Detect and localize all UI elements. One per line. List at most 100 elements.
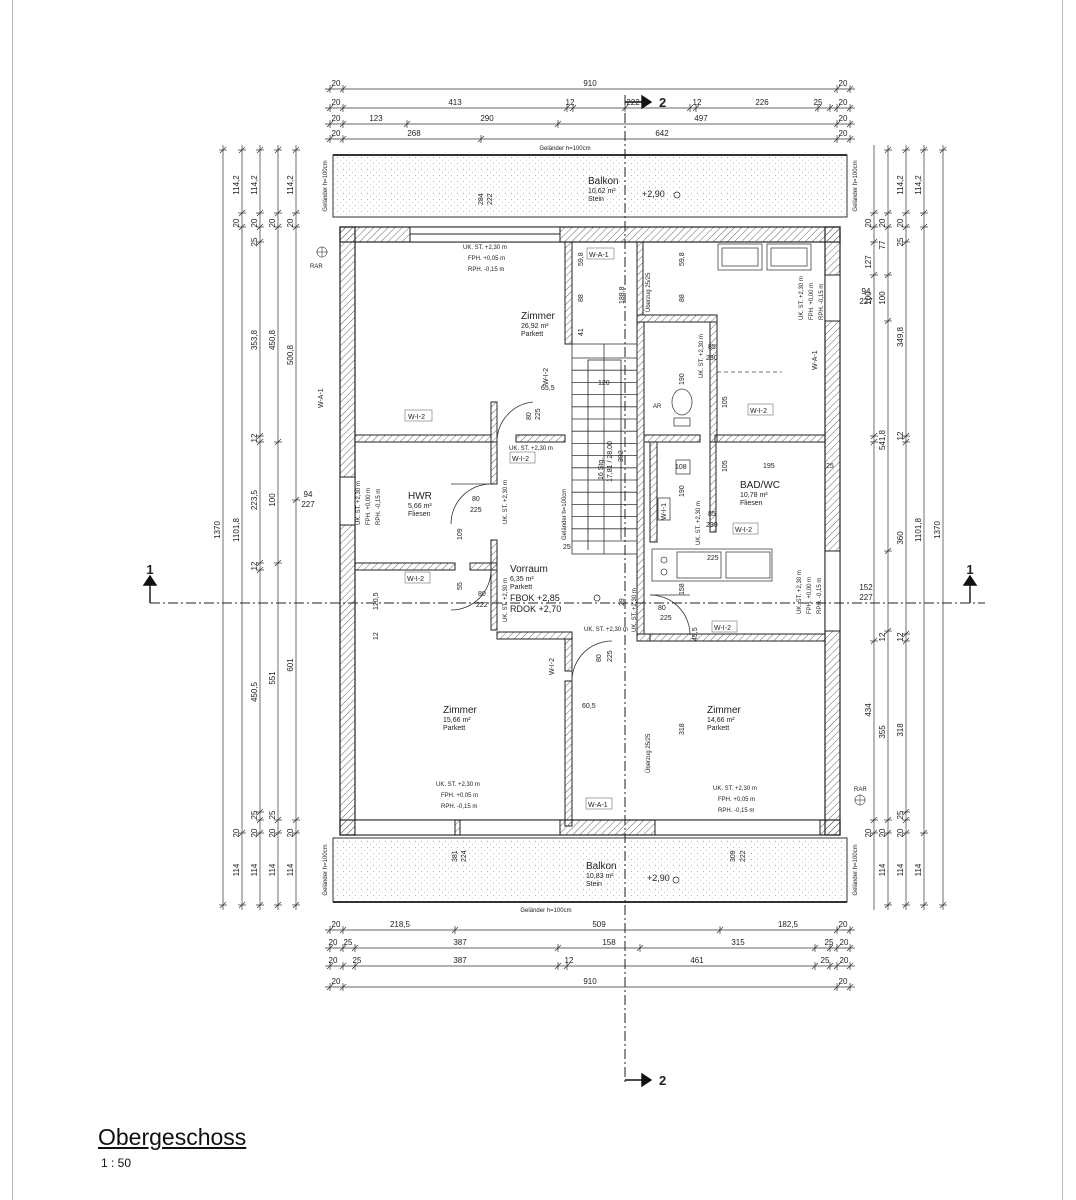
dim-label: 114 bbox=[896, 863, 905, 876]
dim-label: 109 bbox=[457, 528, 464, 540]
dim-label: 20 bbox=[878, 828, 887, 837]
dim-label: 12 bbox=[250, 561, 259, 570]
dim-label: 114,2 bbox=[250, 175, 259, 195]
room-name: Balkon bbox=[588, 176, 619, 187]
wall-tag: W-I-2 bbox=[543, 368, 550, 385]
wall-tag: W-I-2 bbox=[512, 456, 529, 463]
stair-count: 16 Stg. bbox=[598, 458, 605, 480]
bathroom-fixtures bbox=[651, 243, 812, 582]
inner-dims: 284 222 59,8 188,8 59,8 88 88 41 120 65,… bbox=[373, 193, 834, 862]
note-fph: FPH. +0,05 m bbox=[468, 256, 505, 262]
dim-label: 1101,8 bbox=[914, 518, 923, 542]
dim-label: 224 bbox=[461, 850, 468, 862]
dim-label: 55 bbox=[457, 582, 464, 590]
note-fph: FPH. +0,00 m bbox=[366, 488, 372, 525]
dim-label: 12 bbox=[565, 956, 574, 965]
room-floor: Stein bbox=[586, 881, 602, 888]
dim-label: 100 bbox=[878, 291, 887, 305]
dims-right: 1370 1101,8 114,2 114,2 20 25 541,8 360 … bbox=[864, 175, 942, 877]
room-floor: Fliesen bbox=[740, 500, 763, 507]
room-floor: Fliesen bbox=[408, 511, 431, 518]
dim-label: 20 bbox=[250, 218, 259, 227]
note-uk-st: UK. ST. +2,30 m bbox=[509, 446, 553, 452]
dim-label: 94 bbox=[862, 287, 871, 296]
note-uk-st: UK. ST. +2,30 m bbox=[799, 276, 805, 320]
dim-label: 500,8 bbox=[286, 344, 295, 365]
dim-label: 497 bbox=[694, 114, 708, 123]
dim-label: 114,2 bbox=[914, 175, 923, 195]
dim-label: 20 bbox=[332, 114, 341, 123]
dim-label: 20 bbox=[878, 218, 887, 227]
wall-tag: W-I-2 bbox=[750, 408, 767, 415]
dim-label: 65,5 bbox=[541, 385, 555, 392]
note-uk-st: UK. ST. +2,30 m bbox=[503, 578, 509, 622]
dim-label: 222 bbox=[740, 850, 747, 862]
level-marks: +2,90 +2,90 FBOK +2,85 RDOK +2,70 bbox=[510, 189, 681, 884]
wall-tag: W-A-1 bbox=[318, 388, 325, 408]
rar-label: RAR bbox=[854, 787, 867, 793]
dim-label: 25 bbox=[896, 810, 905, 819]
beam-label: Überzug 25/25 bbox=[645, 733, 652, 773]
dim-label: 230 bbox=[706, 522, 718, 529]
section-1-left: 1 bbox=[146, 562, 153, 577]
dim-label: 190 bbox=[679, 485, 686, 497]
dim-label: 25 bbox=[563, 544, 571, 551]
dim-label: 85 bbox=[708, 511, 716, 518]
note-uk-st: UK. ST. +2,30 m bbox=[503, 480, 509, 524]
dim-label: 152 bbox=[859, 583, 873, 592]
dim-label: 222 bbox=[476, 602, 488, 609]
dim-label: 387 bbox=[453, 938, 467, 947]
dim-label: 223,5 bbox=[250, 489, 259, 510]
dim-label: 222 bbox=[487, 193, 494, 205]
dim-label: 225 bbox=[660, 615, 672, 622]
note-uk-st: UK. ST. +2,30 m bbox=[713, 786, 757, 792]
dim-label: 114 bbox=[914, 863, 923, 876]
dim-label: 120 bbox=[598, 380, 610, 387]
wall-tag: W-I-1 bbox=[661, 503, 668, 520]
drawing-scale: 1 : 50 bbox=[101, 1156, 132, 1170]
section-2-bottom: 2 bbox=[659, 1073, 666, 1088]
wall-tag: W-I-2 bbox=[408, 414, 425, 421]
dim-label: 601 bbox=[286, 658, 295, 672]
railing-label-right-top: Geländer h=100cm bbox=[853, 160, 859, 211]
note-rph: RPH. -0,15 m bbox=[441, 804, 477, 810]
note-uk-st: UK. ST. +2,30 m bbox=[356, 481, 362, 525]
dim-label: 20 bbox=[268, 828, 277, 837]
wall-tag: W-I-2 bbox=[714, 625, 731, 632]
railing-label-left-bottom: Geländer h=100cm bbox=[323, 844, 329, 895]
dim-label: 25 bbox=[896, 237, 905, 246]
dim-label: 450,8 bbox=[268, 329, 277, 350]
stair-labels: 16 Stg. 17,81 / 28,00 392 Geländer h=100… bbox=[562, 272, 662, 773]
note-rph: RPH. -0,15 m bbox=[819, 284, 825, 320]
railing-labels: Geländer h=100cm Geländer h=100cm Geländ… bbox=[323, 146, 859, 914]
room-name: Zimmer bbox=[707, 705, 742, 716]
dim-label: 127 bbox=[864, 255, 873, 269]
room-floor: Parkett bbox=[510, 584, 532, 591]
dim-label: 25 bbox=[821, 956, 830, 965]
dim-label: 225 bbox=[707, 555, 719, 562]
dim-label: 88 bbox=[679, 294, 686, 302]
dim-label: 355 bbox=[878, 725, 887, 739]
dim-label: 114,2 bbox=[286, 175, 295, 195]
dim-label: 318 bbox=[896, 723, 905, 737]
note-rph: RPH. -0,15 m bbox=[817, 578, 823, 614]
dim-label: 225 bbox=[535, 408, 542, 420]
room-name: Zimmer bbox=[521, 311, 556, 322]
room-labels: Zimmer 26,92 m² Parkett HWR 5,66 m² Flie… bbox=[408, 176, 780, 888]
room-floor: Stein bbox=[588, 196, 604, 203]
wall-tag: W-A-1 bbox=[812, 350, 819, 370]
section-markers bbox=[142, 94, 978, 1088]
dim-label: 12 bbox=[896, 431, 905, 440]
dim-label: 94 bbox=[304, 490, 313, 499]
dim-label: 41 bbox=[578, 328, 585, 336]
dim-label: 225 bbox=[470, 507, 482, 514]
dimension-lines bbox=[219, 85, 947, 991]
dim-label: 20 bbox=[232, 218, 241, 227]
dim-label: 114 bbox=[250, 863, 259, 876]
dim-label: 20 bbox=[839, 129, 848, 138]
room-area: 26,92 m² bbox=[521, 323, 549, 330]
dim-label: 910 bbox=[583, 79, 597, 88]
note-fph: FPH. +0,05 m bbox=[718, 797, 755, 803]
rar-label: RAR bbox=[310, 264, 323, 270]
dim-label: 1370 bbox=[213, 521, 222, 539]
